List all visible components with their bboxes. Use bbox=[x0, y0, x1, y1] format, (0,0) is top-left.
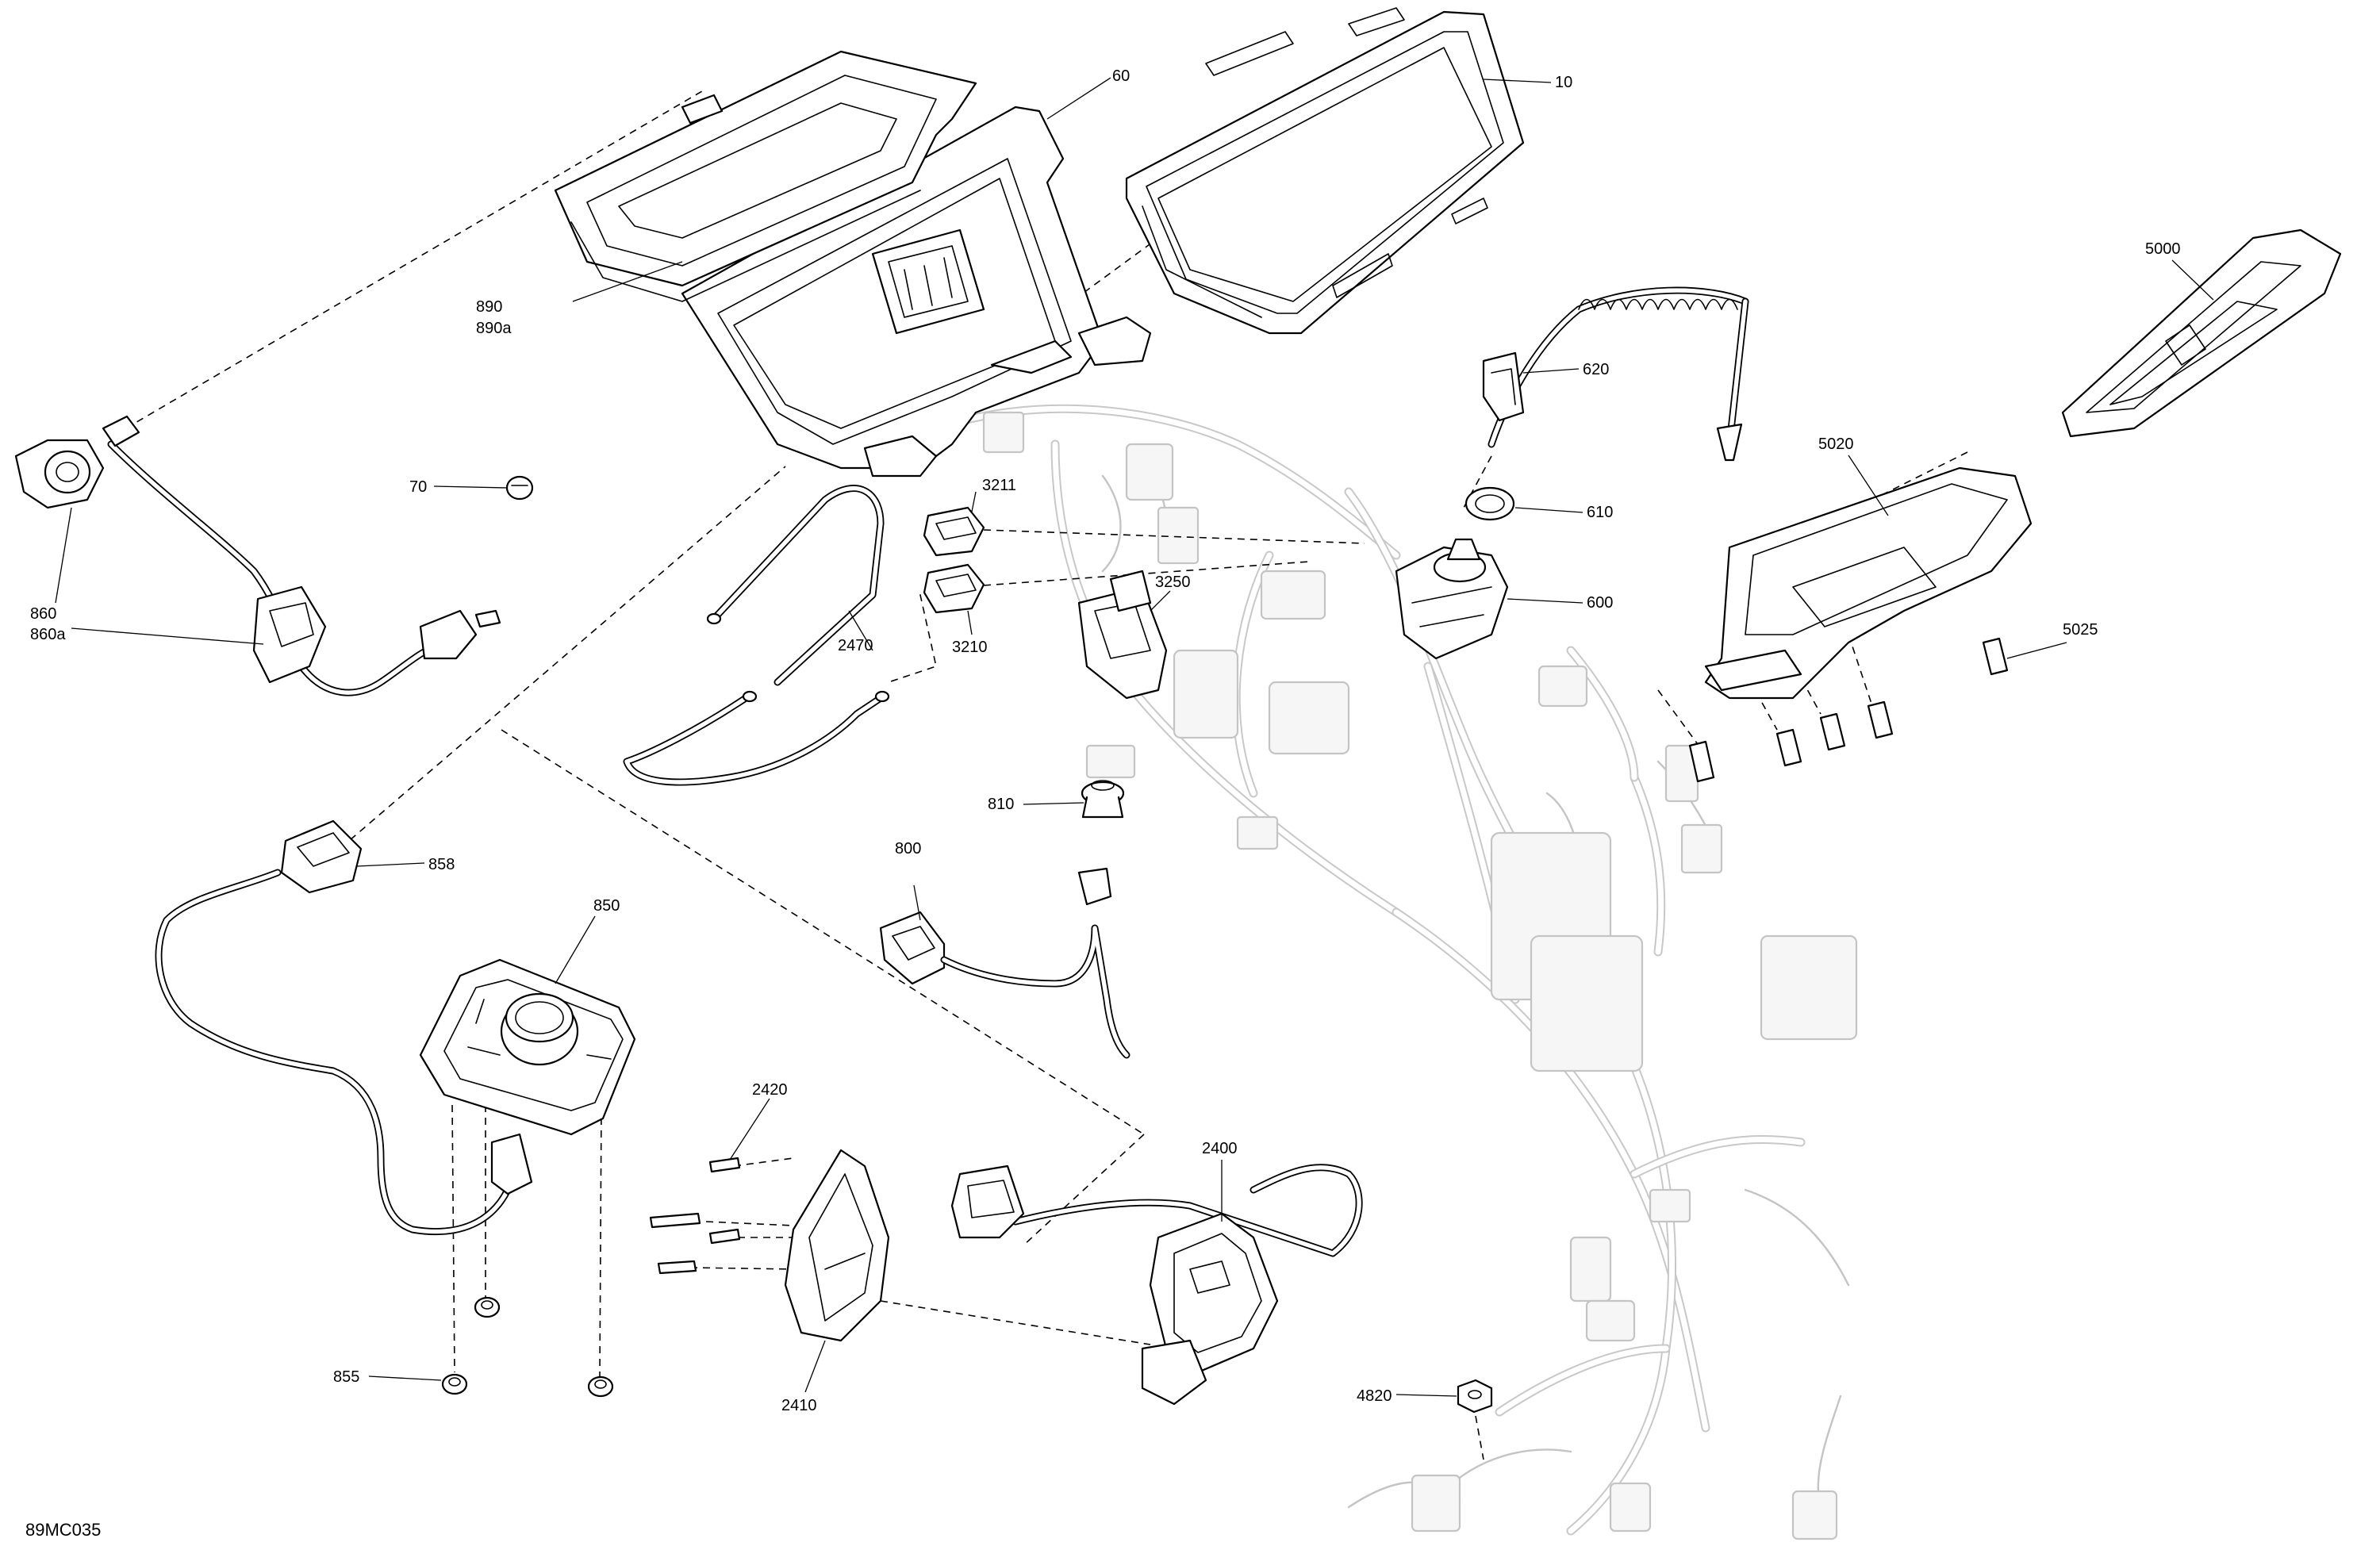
part-5020-housing[interactable] bbox=[1704, 466, 2033, 700]
callout-2420: 2420 bbox=[752, 1081, 788, 1099]
callout-860a: 860a bbox=[30, 626, 66, 643]
part-60-cluster-bracket[interactable] bbox=[681, 106, 1152, 478]
callout-850: 850 bbox=[593, 897, 620, 915]
ghost-wiring-harness bbox=[931, 404, 1858, 1540]
part-70-rivet[interactable] bbox=[505, 475, 534, 501]
callout-5000: 5000 bbox=[2145, 240, 2181, 258]
callout-3250: 3250 bbox=[1155, 574, 1191, 591]
callout-620: 620 bbox=[1583, 361, 1609, 378]
part-3250-switch[interactable] bbox=[1077, 570, 1168, 700]
callout-70: 70 bbox=[409, 478, 427, 496]
callout-855: 855 bbox=[333, 1368, 359, 1386]
callout-5025: 5025 bbox=[2063, 621, 2098, 639]
callout-600: 600 bbox=[1587, 594, 1613, 612]
part-2420-screws[interactable] bbox=[649, 1157, 741, 1275]
part-4820-nut[interactable] bbox=[1457, 1379, 1493, 1414]
part-2470-hose[interactable] bbox=[623, 485, 890, 786]
part-810-grommet[interactable] bbox=[1081, 780, 1125, 819]
callout-3211: 3211 bbox=[982, 477, 1016, 494]
callout-4820: 4820 bbox=[1357, 1387, 1392, 1405]
callout-2470: 2470 bbox=[838, 637, 873, 654]
callout-858: 858 bbox=[428, 856, 455, 873]
part-5000-cover[interactable] bbox=[2061, 228, 2342, 438]
part-600-ignition-switch[interactable] bbox=[1395, 538, 1509, 660]
part-890-storage-tray[interactable] bbox=[554, 50, 977, 302]
part-2400-handlebar-switch[interactable] bbox=[950, 1164, 1363, 1406]
callout-890a: 890a bbox=[476, 320, 512, 337]
callout-10: 10 bbox=[1555, 74, 1572, 91]
part-3211-connector[interactable] bbox=[923, 506, 985, 557]
callout-5020: 5020 bbox=[1818, 435, 1854, 453]
callout-610: 610 bbox=[1587, 504, 1613, 521]
callout-810: 810 bbox=[988, 796, 1014, 813]
callout-60: 60 bbox=[1112, 67, 1130, 85]
part-5025-screws[interactable] bbox=[1688, 637, 2009, 783]
part-855-nuts[interactable] bbox=[441, 1296, 614, 1398]
part-620-tether-cord[interactable] bbox=[1482, 286, 1749, 462]
callout-2410: 2410 bbox=[781, 1397, 817, 1414]
part-800-sensor-harness[interactable] bbox=[879, 867, 1130, 1059]
part-858-harness[interactable] bbox=[155, 819, 533, 1236]
callout-890: 890 bbox=[476, 298, 502, 316]
drawing-code: 89MC035 bbox=[25, 1520, 101, 1540]
callout-3210: 3210 bbox=[952, 639, 988, 656]
part-860-usb-harness[interactable] bbox=[14, 415, 501, 696]
callout-2400: 2400 bbox=[1202, 1140, 1238, 1157]
part-610-ring[interactable] bbox=[1464, 486, 1515, 521]
callout-860: 860 bbox=[30, 605, 56, 623]
part-2410-bracket[interactable] bbox=[784, 1149, 890, 1342]
part-10-instrument-cluster[interactable] bbox=[1125, 7, 1525, 335]
part-850-control-knob[interactable] bbox=[419, 958, 636, 1136]
part-3210-connector[interactable] bbox=[923, 563, 985, 614]
callout-800: 800 bbox=[895, 840, 921, 857]
